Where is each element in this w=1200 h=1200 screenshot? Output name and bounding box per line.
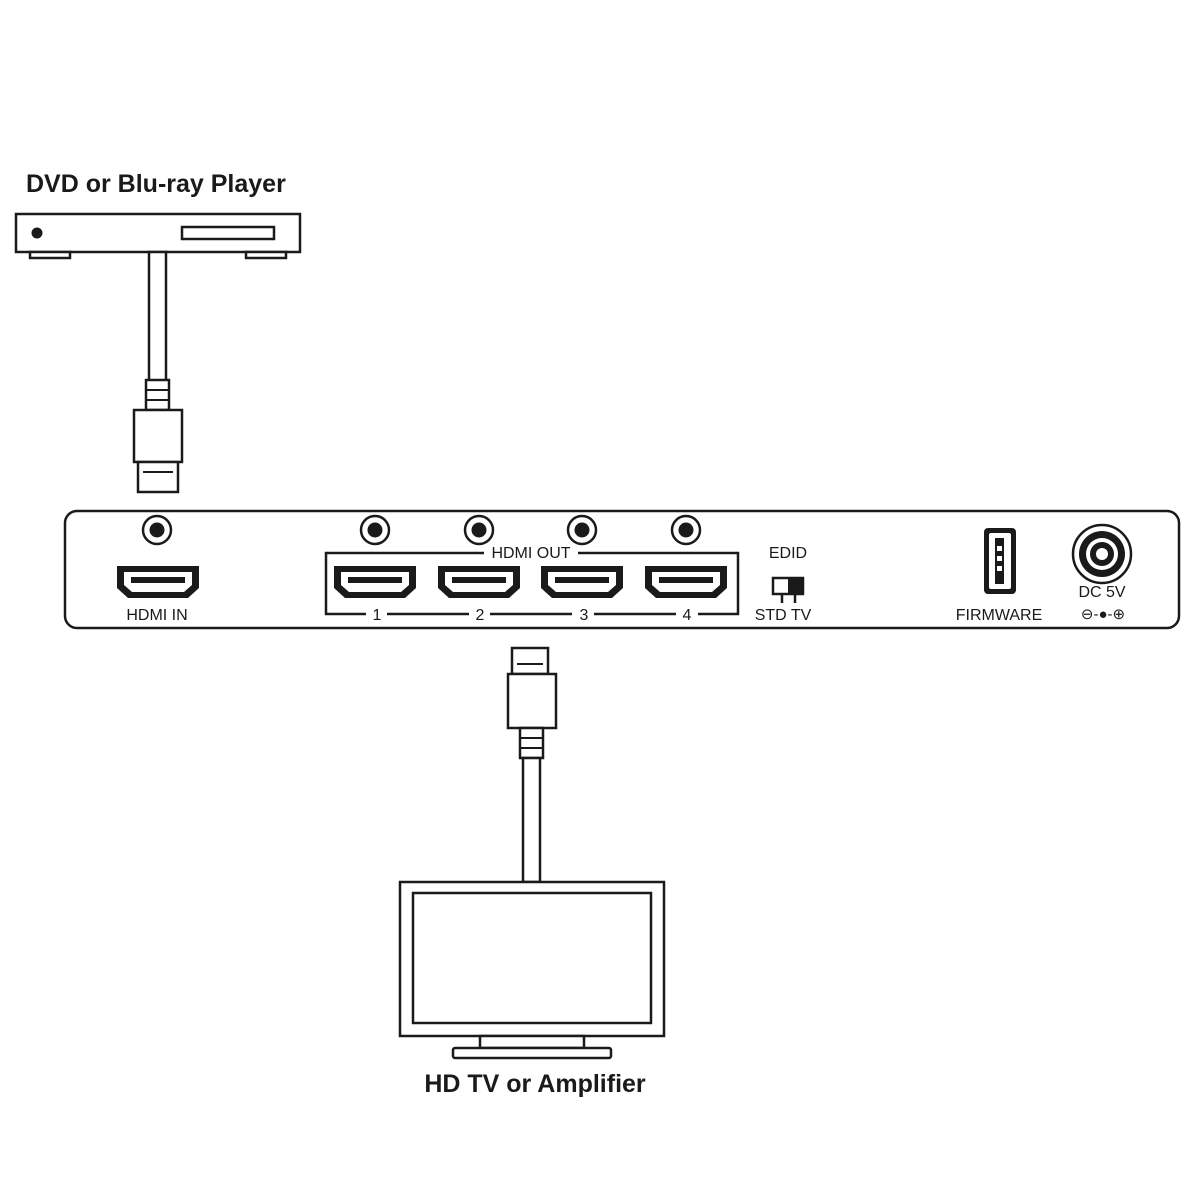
edid-switch <box>771 576 805 603</box>
screw-icon <box>141 514 173 546</box>
hdmi-out-port-3 <box>541 566 623 598</box>
hdmi-out-port-4 <box>645 566 727 598</box>
splitter-panel <box>63 509 1181 630</box>
screw-icon <box>463 514 495 546</box>
power-label: DC 5V <box>1078 584 1125 601</box>
output-port-number: 2 <box>476 607 485 624</box>
edid-label: EDID <box>769 545 807 562</box>
dvd-player-icon <box>14 212 302 260</box>
usb-port-icon <box>984 528 1016 594</box>
dc-power-jack-icon <box>1071 523 1133 585</box>
screw-icon <box>566 514 598 546</box>
hdmi-in-label: HDMI IN <box>126 607 187 624</box>
hdmi-in-port <box>117 566 199 598</box>
hdmi-out-label: HDMI OUT <box>491 545 570 562</box>
tv-icon <box>398 880 666 1060</box>
polarity-symbol: ⊖-●-⊕ <box>1081 606 1125 623</box>
firmware-label: FIRMWARE <box>956 607 1043 624</box>
output-port-number: 3 <box>580 607 589 624</box>
hdmi-out-port-2 <box>438 566 520 598</box>
screw-holes <box>141 514 702 546</box>
output-port-number: 1 <box>373 607 382 624</box>
screw-icon <box>670 514 702 546</box>
input-hdmi-cable <box>132 250 184 494</box>
output-hdmi-cable <box>506 646 558 884</box>
hdmi-out-frame <box>324 551 740 616</box>
source-title: DVD or Blu-ray Player <box>26 170 286 198</box>
hdmi-out-port-1 <box>334 566 416 598</box>
edid-switch-label: STD TV <box>755 607 812 624</box>
output-port-number: 4 <box>683 607 692 624</box>
sink-title: HD TV or Amplifier <box>424 1070 646 1098</box>
screw-icon <box>359 514 391 546</box>
